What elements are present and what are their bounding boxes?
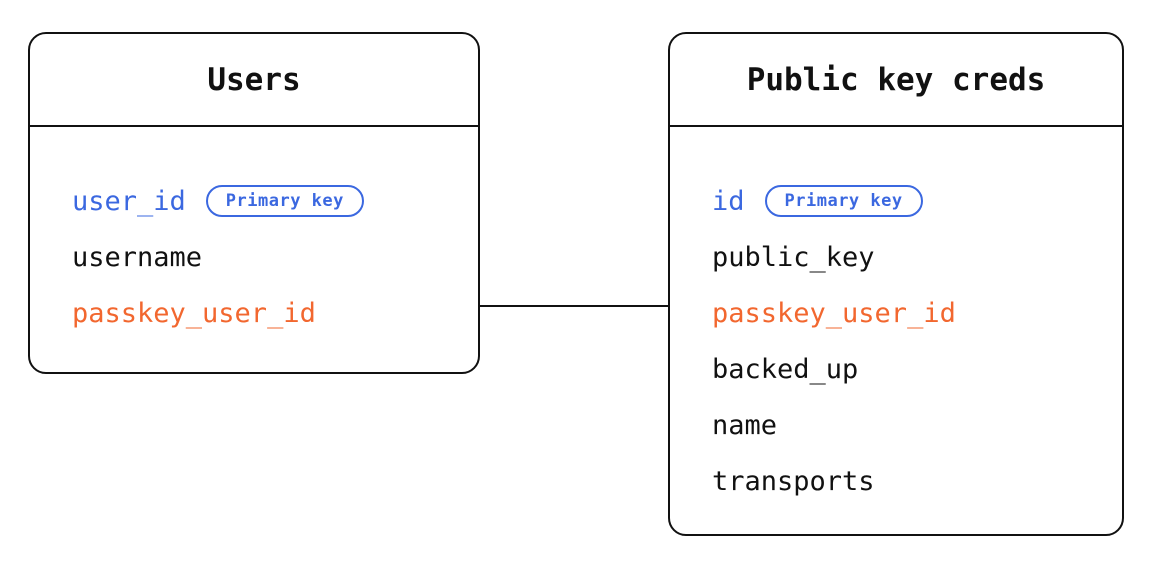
field-row[interactable]: name [712,397,1122,453]
entity-users-header-divider [30,125,478,127]
field-name-public-key: public_key [712,241,875,273]
field-row[interactable]: public_key [712,229,1122,285]
relationship-connector[interactable] [478,305,670,307]
field-name-name: name [712,409,778,441]
field-row[interactable]: passkey_user_id [72,285,478,341]
field-row[interactable]: passkey_user_id [712,285,1122,341]
field-name-username: username [72,241,203,273]
field-name-backed-up: backed_up [712,353,859,385]
primary-key-badge: Primary key [205,185,364,217]
field-name-user-id: user_id [72,185,186,217]
field-row[interactable]: username [72,229,478,285]
entity-public-key-creds-title: Public key creds [746,61,1046,98]
primary-key-badge: Primary key [764,185,923,217]
entity-users-field-list: user_id Primary key username passkey_use… [30,127,478,372]
field-name-passkey-user-id: passkey_user_id [72,297,316,329]
entity-users[interactable]: Users user_id Primary key username passk… [28,32,480,374]
entity-public-key-creds-header-divider [670,125,1122,127]
entity-users-title: Users [207,61,301,98]
field-row[interactable]: user_id Primary key [72,173,478,229]
field-row[interactable]: id Primary key [712,173,1122,229]
field-row[interactable]: transports [712,453,1122,509]
field-name-id: id [712,185,745,217]
entity-public-key-creds-field-list: id Primary key public_key passkey_user_i… [670,127,1122,534]
field-row[interactable]: backed_up [712,341,1122,397]
field-name-transports: transports [712,465,875,497]
field-name-passkey-user-id: passkey_user_id [712,297,956,329]
entity-public-key-creds[interactable]: Public key creds id Primary key public_k… [668,32,1124,536]
